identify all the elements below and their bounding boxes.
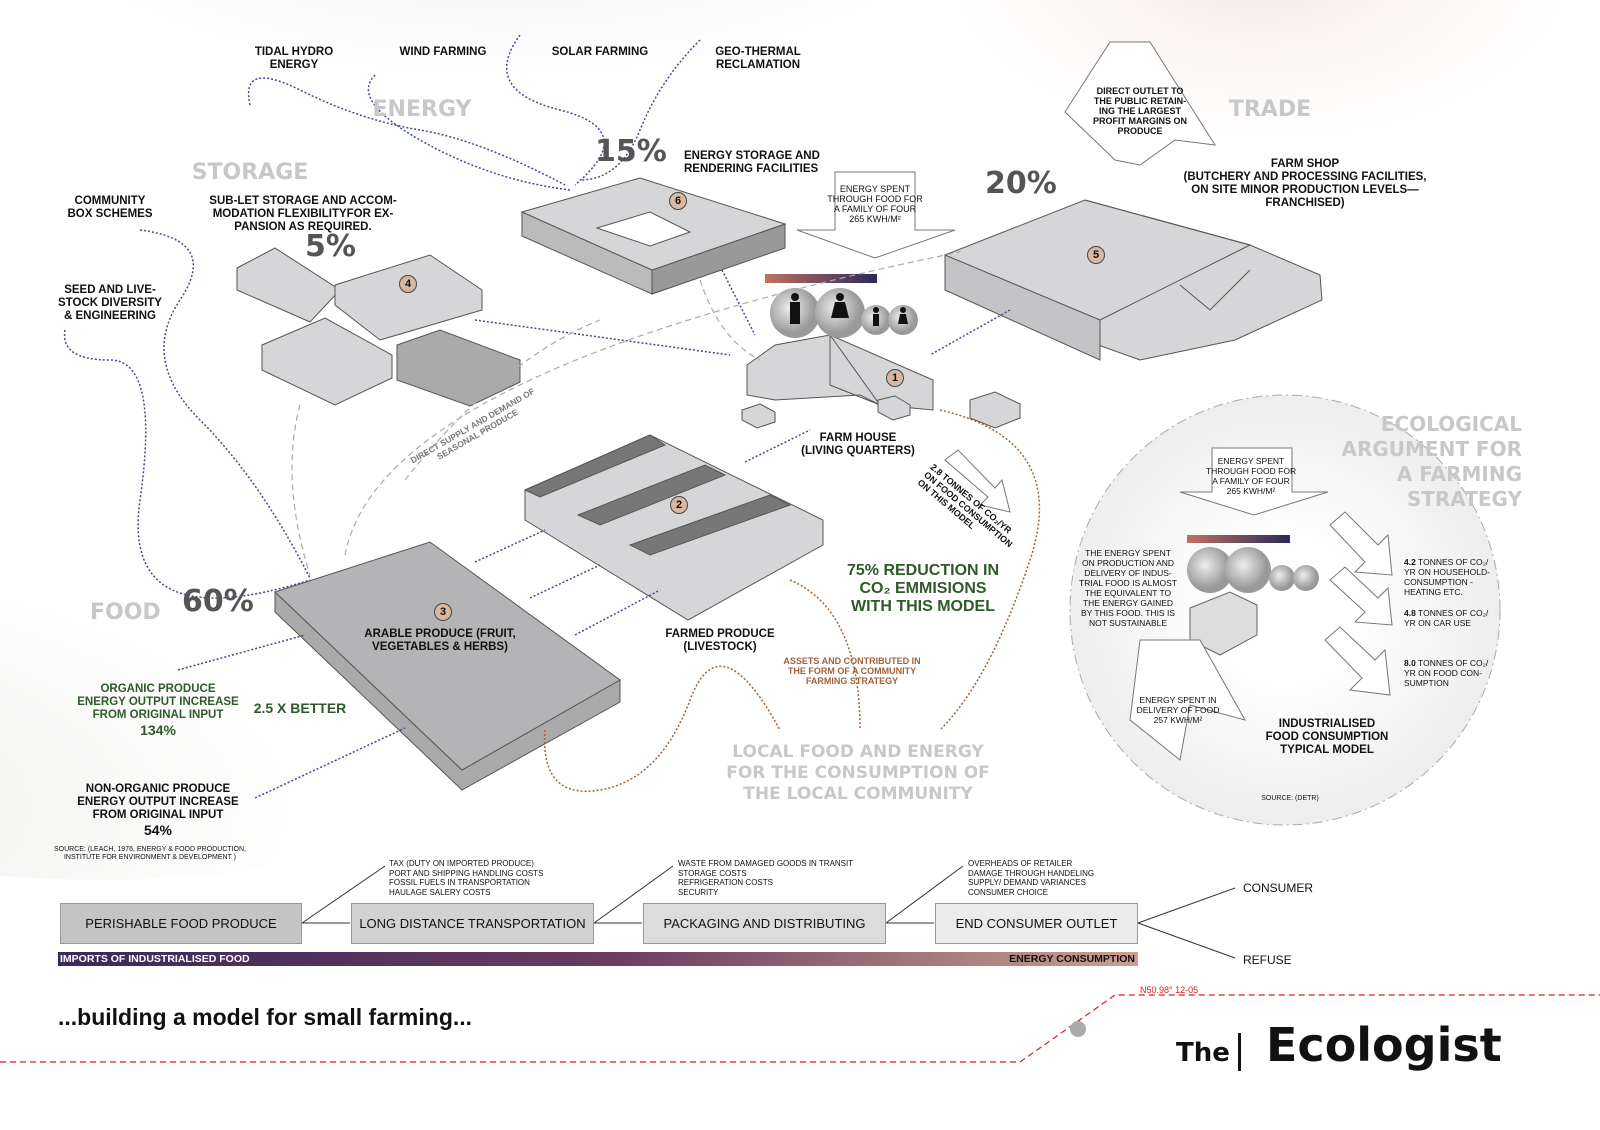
eco-family-icons (1187, 547, 1319, 593)
eco-co2-household: 4.2 TONNES OF CO₂/ YR ON HOUSEHOLD- CONS… (1404, 557, 1490, 597)
building-number-5: 5 (1087, 246, 1105, 264)
logo-divider (1238, 1033, 1241, 1071)
farmed-label: FARMED PRODUCE (LIVESTOCK) (665, 628, 775, 653)
farm-shop-label: FARM SHOP (BUTCHERY AND PROCESSING FACIL… (1183, 158, 1427, 209)
chain-step-transport: LONG DISTANCE TRANSPORTATION (351, 903, 594, 944)
person-icons (790, 293, 908, 326)
logo-the: The (1176, 1038, 1230, 1068)
co2-text: TONNES OF CO₂/ YR ON FOOD CON- SUMPTION (1404, 658, 1489, 688)
dashed-supply-paths (291, 251, 961, 576)
co2-value: 4.2 (1404, 557, 1416, 567)
co2-text: TONNES OF CO₂/ YR ON HOUSEHOLD- CONSUMPT… (1404, 557, 1490, 597)
building-arable (274, 541, 621, 791)
community-box-label: COMMUNITY BOX SCHEMES (67, 195, 153, 220)
nonorganic-value: 54% (143, 822, 173, 838)
organic-value: 134% (140, 722, 176, 738)
energy-source-solar: SOLAR FARMING (551, 46, 649, 58)
energy-cloud (80, 0, 920, 220)
co2-model-arrow (944, 449, 1011, 513)
building-farm-shop (944, 199, 1323, 361)
outlet-costs: OVERHEADS OF RETAILER DAMAGE THROUGH HAN… (968, 859, 1095, 897)
farm-house-label: FARM HOUSE (LIVING QUARTERS) (801, 432, 915, 457)
assets-label: ASSETS AND CONTRIBUTED IN THE FORM OF A … (783, 656, 921, 686)
eco-energy-bar (1187, 535, 1290, 543)
tagline: ...building a model for small farming... (58, 1004, 473, 1030)
chain-step-packaging: PACKAGING AND DISTRIBUTING (643, 903, 886, 944)
eco-co2-food: 8.0 TONNES OF CO₂/ YR ON FOOD CON- SUMPT… (1404, 658, 1488, 688)
eco-industrial-note: THE ENERGY SPENT ON PRODUCTION AND DELIV… (1079, 548, 1177, 628)
bar-label-imports: IMPORTS OF INDUSTRIALISED FOOD (60, 953, 250, 965)
block-arrows (796, 41, 1393, 761)
energy-source-geothermal: GEO-THERMAL RECLAMATION (715, 46, 801, 71)
food-title: FOOD (90, 600, 161, 625)
chain-step-outlet: END CONSUMER OUTLET (935, 903, 1138, 944)
dotted-flow-arrows (63, 34, 1011, 799)
family-energy-arrow (796, 171, 956, 259)
transport-costs: TAX (DUTY ON IMPORTED PRODUCE) PORT AND … (389, 859, 544, 897)
family-energy-bar (765, 274, 877, 283)
energy-source-tidal: TIDAL HYDRO ENERGY (254, 46, 334, 71)
energy-facility-label: ENERGY STORAGE AND RENDERING FACILITIES (684, 150, 820, 175)
outcome-consumer: CONSUMER (1243, 881, 1314, 895)
better-label: 2.5 X BETTER (253, 700, 347, 716)
energy-gradient-bar (58, 952, 1138, 966)
nonorganic-label: NON-ORGANIC PRODUCE ENERGY OUTPUT INCREA… (77, 783, 239, 821)
energy-title: ENERGY (372, 97, 472, 122)
ecological-title: ECOLOGICAL ARGUMENT FOR A FARMING STRATE… (1341, 412, 1522, 511)
trade-title: TRADE (1228, 97, 1312, 122)
organic-label: ORGANIC PRODUCE ENERGY OUTPUT INCREASE F… (77, 683, 239, 721)
energy-percent: 15% (595, 134, 667, 169)
trade-outlet-text: DIRECT OUTLET TO THE PUBLIC RETAIN- ING … (1093, 86, 1187, 136)
packaging-costs: WASTE FROM DAMAGED GOODS IN TRANSIT STOR… (678, 859, 854, 897)
building-livestock (523, 434, 824, 621)
building-number-4: 4 (399, 275, 417, 293)
family-energy-text: ENERGY SPENT THROUGH FOOD FOR A FAMILY O… (827, 184, 923, 224)
chain-connectors (301, 865, 1236, 959)
trade-arrow (1064, 41, 1216, 166)
logo-ecologist: Ecologist (1266, 1018, 1502, 1072)
building-farm-house (741, 333, 1021, 429)
food-percent: 60% (182, 584, 254, 619)
food-source: SOURCE: (LEACH, 1976, ENERGY & FOOD PROD… (53, 846, 247, 861)
reduction-label: 75% REDUCTION IN CO₂ EMMISIONS WITH THIS… (846, 562, 1000, 615)
building-number-2: 2 (670, 496, 688, 514)
building-number-1: 1 (886, 369, 904, 387)
co2-text: TONNES OF CO₂/ YR ON CAR USE (1404, 608, 1489, 628)
eco-delivery-energy: ENERGY SPENT IN DELIVERY OF FOOD 257 KWh… (1136, 695, 1220, 725)
building-storage (236, 247, 521, 407)
arable-label: ARABLE PRODUCE (FRUIT, VEGETABLES & HERB… (364, 628, 516, 653)
trade-percent: 20% (985, 166, 1057, 201)
co2-value: 4.8 (1404, 608, 1416, 618)
chain-step-perishable: PERISHABLE FOOD PRODUCE (60, 903, 302, 944)
co2-value: 8.0 (1404, 658, 1416, 668)
eco-co2-car: 4.8 TONNES OF CO₂/ YR ON CAR USE (1404, 608, 1488, 628)
eco-model-label: INDUSTRIALISED FOOD CONSUMPTION TYPICAL … (1265, 718, 1389, 756)
outcome-refuse: REFUSE (1243, 953, 1292, 967)
marker-dot (1070, 1021, 1086, 1037)
building-energy-storage (520, 177, 787, 295)
community-arrows (543, 409, 1041, 792)
local-food-label: LOCAL FOOD AND ENERGY FOR THE CONSUMPTIO… (726, 742, 990, 804)
energy-source-wind: WIND FARMING (399, 46, 487, 58)
building-number-6: 6 (669, 192, 687, 210)
red-dashed-line (0, 994, 1600, 1063)
storage-percent: 5% (305, 229, 356, 264)
eco-source: SOURCE: (DETR) (1261, 795, 1319, 802)
coordinates: N50.98° 12-05 (1140, 985, 1199, 995)
bar-label-energy: ENERGY CONSUMPTION (1009, 953, 1135, 965)
seed-livestock-label: SEED AND LIVE- STOCK DIVERSITY & ENGINEE… (58, 284, 162, 322)
building-number-3: 3 (434, 603, 452, 621)
storage-title: STORAGE (191, 160, 309, 185)
storage-description: SUB-LET STORAGE AND ACCOM- MODATION FLEX… (209, 195, 397, 233)
eco-family-energy: ENERGY SPENT THROUGH FOOD FOR A FAMILY O… (1205, 456, 1297, 496)
